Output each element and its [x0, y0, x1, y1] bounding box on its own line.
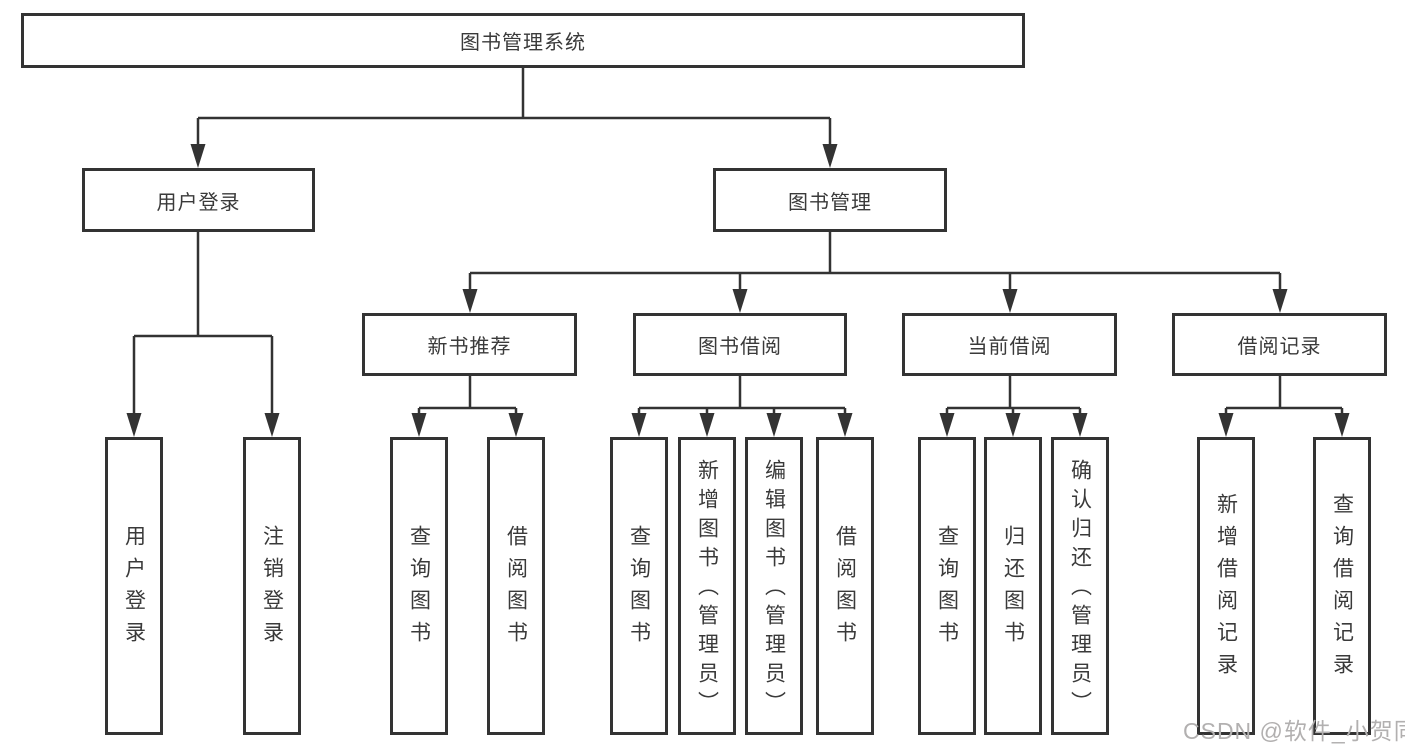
node-current-borrowing: 当前借阅	[902, 313, 1117, 376]
leaf-current-confirm-return-admin: 确认归还（管理员）	[1051, 437, 1109, 735]
csdn-watermark: CSDN @软件_小贺同学	[1183, 718, 1405, 744]
node-user-login: 用户登录	[82, 168, 315, 232]
leaf-current-return-books: 归还图书	[984, 437, 1042, 735]
leaf-borrow-edit-books-admin: 编辑图书（管理员）	[745, 437, 803, 735]
leaf-borrow-borrow-books: 借阅图书	[816, 437, 874, 735]
node-book-borrowing: 图书借阅	[633, 313, 847, 376]
leaf-borrow-query-books: 查询图书	[610, 437, 668, 735]
node-library-management-system: 图书管理系统	[21, 13, 1025, 68]
leaf-borrow-add-books-admin: 新增图书（管理员）	[678, 437, 736, 735]
leaf-logout: 注销登录	[243, 437, 301, 735]
leaf-records-query-record: 查询借阅记录	[1313, 437, 1371, 735]
node-book-management: 图书管理	[713, 168, 947, 232]
node-new-book-recommend: 新书推荐	[362, 313, 577, 376]
leaf-current-query-books: 查询图书	[918, 437, 976, 735]
node-borrowing-records: 借阅记录	[1172, 313, 1387, 376]
arrowhead-icons	[126, 144, 1350, 437]
leaf-records-add-record: 新增借阅记录	[1197, 437, 1255, 735]
leaf-recommend-borrow-books: 借阅图书	[487, 437, 545, 735]
leaf-recommend-query-books: 查询图书	[390, 437, 448, 735]
leaf-user-login: 用户登录	[105, 437, 163, 735]
